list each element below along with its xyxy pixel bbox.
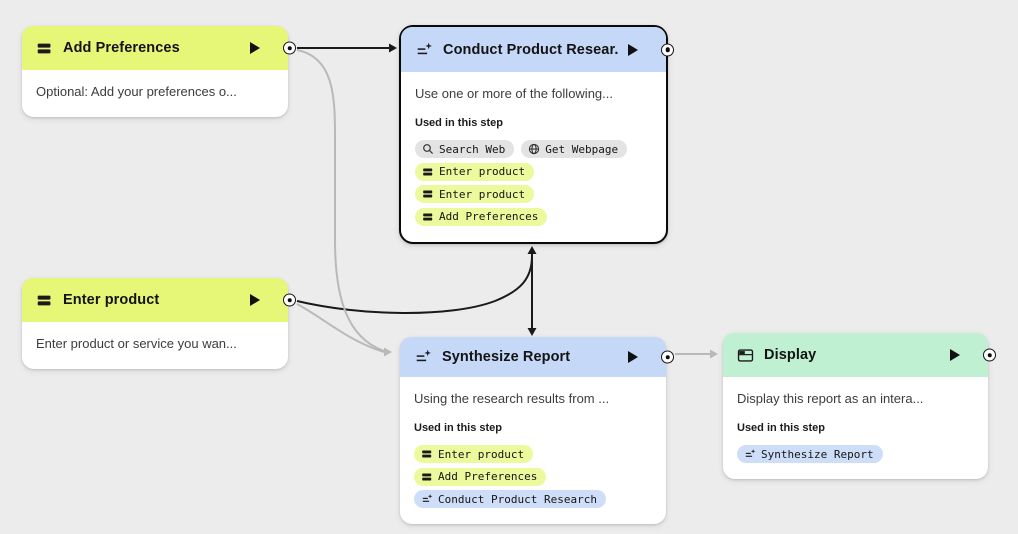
step-chip[interactable]: Add Preferences <box>415 207 548 226</box>
chip-label: Enter product <box>439 187 526 201</box>
play-button[interactable] <box>250 42 260 54</box>
play-button[interactable] <box>628 351 638 363</box>
play-icon <box>250 42 260 54</box>
node-title: Synthesize Report <box>442 349 571 365</box>
chip-label: Enter product <box>438 447 525 461</box>
edge-addpreferences-to-synthesize[interactable] <box>296 49 385 352</box>
tool-chip[interactable]: Search Web <box>415 140 515 158</box>
node-title: Enter product <box>63 292 160 308</box>
output-port[interactable] <box>283 41 296 55</box>
generate-icon <box>417 42 433 54</box>
node-description: Use one or more of the following... <box>415 86 613 101</box>
output-port[interactable] <box>983 348 996 362</box>
edge-enterproduct-to-conduct[interactable] <box>296 255 533 314</box>
chip-label: Conduct Product Research <box>438 492 597 506</box>
node-title: Add Preferences <box>63 40 180 56</box>
node-header[interactable]: Add Preferences <box>22 26 296 70</box>
node-title: Display <box>764 347 817 363</box>
input-icon <box>37 43 51 53</box>
edge-arrowhead <box>710 349 718 359</box>
node-description: Optional: Add your preferences o... <box>36 84 237 99</box>
node-add-preferences[interactable]: Add Preferences Optional: Add your prefe… <box>22 26 296 117</box>
play-button[interactable] <box>628 43 638 56</box>
tool-chip[interactable]: Get Webpage <box>521 140 628 158</box>
used-in-step-label: Used in this step <box>414 422 503 434</box>
chip-label: Add Preferences <box>438 470 538 483</box>
input-icon <box>37 295 51 305</box>
play-icon <box>250 294 260 306</box>
globe-icon <box>529 143 540 155</box>
step-chip[interactable]: Add Preferences <box>414 467 547 486</box>
play-button[interactable] <box>950 349 960 361</box>
chip-label: Synthesize Report <box>761 447 874 461</box>
used-in-step-label: Used in this step <box>737 422 826 434</box>
node-header[interactable]: Enter product <box>22 278 296 322</box>
used-in-step-label: Used in this step <box>415 117 504 129</box>
chip-label: Add Preferences <box>439 210 539 223</box>
output-port[interactable] <box>661 350 674 364</box>
chip-label: Search Web <box>439 142 506 156</box>
node-description: Display this report as an intera... <box>737 391 924 406</box>
edge-arrowhead-down <box>527 328 537 336</box>
node-display[interactable]: Display Display this report as an intera… <box>723 333 996 479</box>
step-chip[interactable]: Enter product <box>415 162 535 181</box>
input-icon <box>422 473 432 480</box>
node-synthesize-report[interactable]: Synthesize Report Using the research res… <box>400 337 674 524</box>
generate-icon <box>745 449 756 457</box>
step-chip[interactable]: Conduct Product Research <box>414 490 606 508</box>
output-port[interactable] <box>283 293 296 307</box>
search-icon <box>423 144 434 155</box>
step-chip[interactable]: Synthesize Report <box>737 445 883 463</box>
play-icon <box>628 43 638 56</box>
edge-arrowhead-up <box>527 246 537 254</box>
display-icon <box>737 348 754 362</box>
node-conduct-product-research[interactable]: Conduct Product Resear... Use one or mor… <box>399 25 674 244</box>
node-header[interactable]: Conduct Product Resear... <box>401 27 674 72</box>
input-icon <box>423 213 433 220</box>
generate-icon <box>422 494 433 502</box>
input-icon <box>423 168 433 175</box>
step-chip[interactable]: Enter product <box>415 185 535 203</box>
generate-icon <box>416 349 432 362</box>
node-header[interactable]: Synthesize Report <box>400 337 674 377</box>
step-chip[interactable]: Enter product <box>414 445 534 463</box>
chip-label: Enter product <box>439 165 526 178</box>
play-icon <box>950 349 960 361</box>
output-port[interactable] <box>661 43 674 56</box>
play-icon <box>628 351 638 363</box>
input-icon <box>423 190 433 198</box>
node-enter-product[interactable]: Enter product Enter product or service y… <box>22 278 296 369</box>
node-title: Conduct Product Resear... <box>443 41 618 58</box>
edge-arrowhead <box>389 43 397 53</box>
play-button[interactable] <box>250 294 260 306</box>
node-description: Enter product or service you wan... <box>36 336 237 351</box>
chip-label: Get Webpage <box>545 142 619 156</box>
node-description: Using the research results from ... <box>414 391 610 406</box>
node-header[interactable]: Display <box>723 333 996 377</box>
input-icon <box>422 450 432 458</box>
edge-enterproduct-to-synthesize[interactable] <box>296 303 385 353</box>
edge-arrowhead <box>384 347 392 357</box>
